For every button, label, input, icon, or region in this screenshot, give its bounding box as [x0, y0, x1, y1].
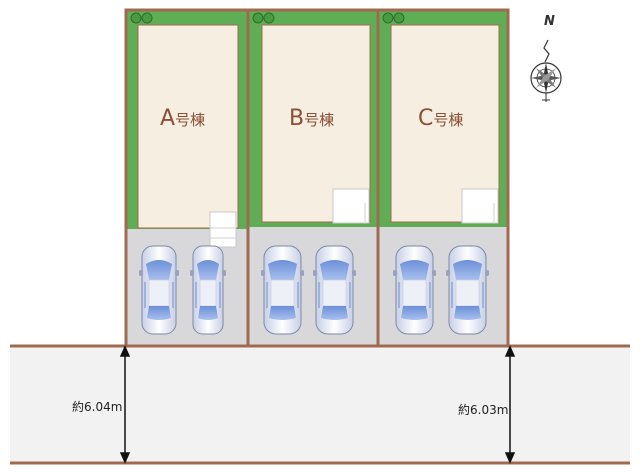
entrance-step-icon [332, 188, 370, 224]
entrance-step-icon [209, 211, 237, 248]
lot-a-suffix: 号棟 [175, 111, 206, 129]
parking-cars [139, 245, 489, 335]
car-icon [393, 245, 436, 335]
tree-icon [252, 12, 275, 24]
road [10, 346, 630, 463]
road-width-left-label: 約6.04m [72, 400, 123, 414]
tree-icon [382, 12, 405, 24]
car-icon [313, 245, 356, 335]
car-icon [190, 245, 226, 335]
lot-b [246, 8, 380, 348]
road-width-right-label: 約6.03m [458, 403, 509, 417]
tree-icon [130, 12, 153, 24]
lot-c-label: C号棟 [418, 106, 463, 131]
compass-north-label: N [544, 14, 555, 29]
lot-a-label: A号棟 [160, 106, 205, 131]
car-icon [446, 245, 489, 335]
entrance-step-icon [461, 188, 499, 224]
car-icon [139, 245, 179, 335]
lot-b-label: B号棟 [289, 106, 334, 131]
lot-c-suffix: 号棟 [433, 111, 464, 129]
compass-icon [530, 39, 562, 102]
lot-b-suffix: 号棟 [304, 111, 335, 129]
road-width-arrow-left [119, 345, 131, 464]
lot-b-letter: B [289, 106, 305, 131]
lot-c-letter: C [418, 106, 434, 131]
lot-a-letter: A [160, 106, 176, 131]
car-icon [261, 245, 304, 335]
road-width-arrow-right [504, 345, 516, 464]
